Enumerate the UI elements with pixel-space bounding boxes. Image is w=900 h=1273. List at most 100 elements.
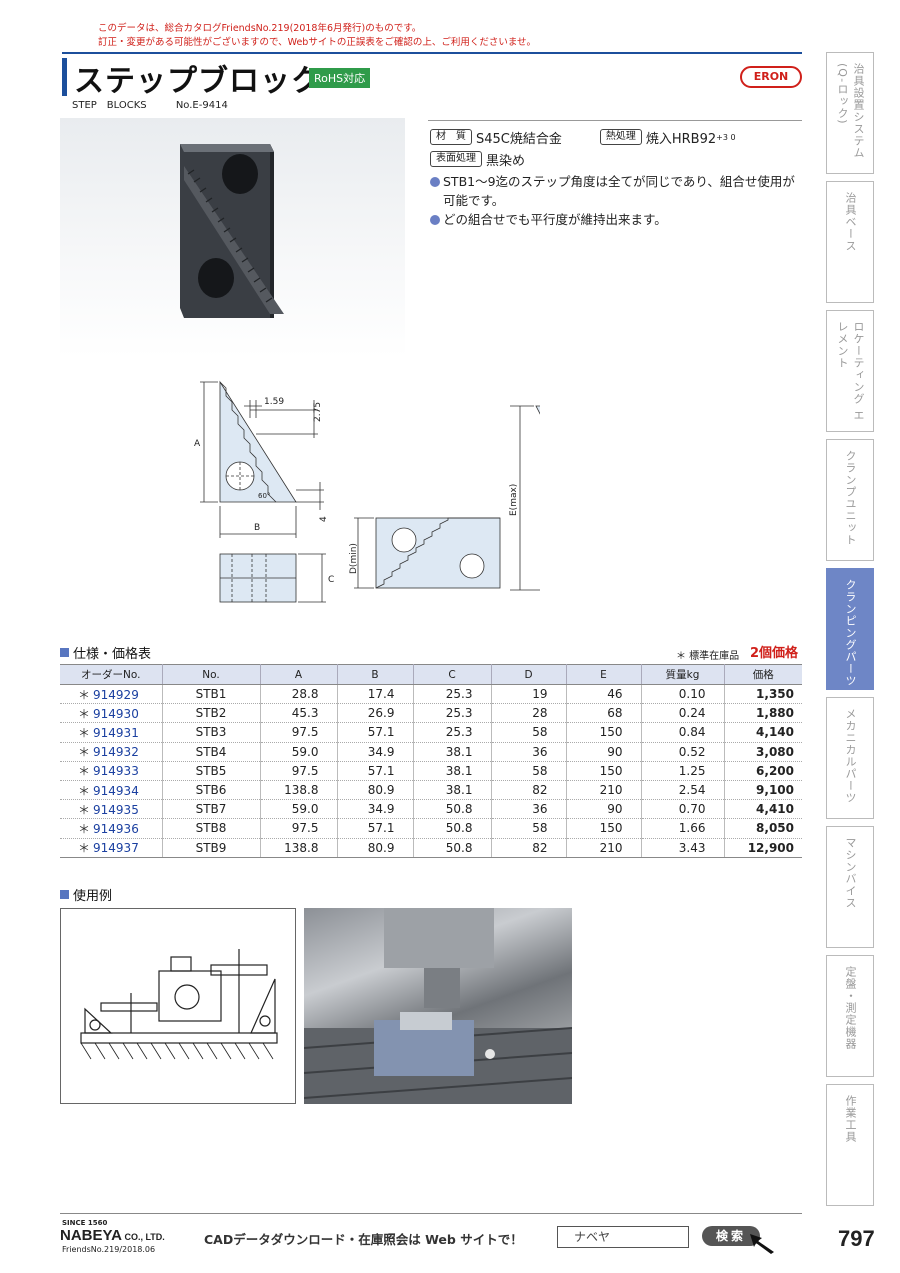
col-header: No. [162, 664, 261, 685]
side-tab[interactable]: クランプユニット [826, 439, 874, 561]
value-cell: 59.0 [260, 799, 338, 820]
value-cell: 82 [491, 780, 567, 801]
subtitle-en: STEP BLOCKS [72, 100, 147, 111]
model-cell: STB5 [162, 761, 261, 781]
table-header-row: オーダーNo. No. A B C D E 質量kg 価格 [60, 664, 802, 685]
page-number: 797 [838, 1226, 875, 1251]
search-input[interactable]: ナベヤ [557, 1226, 689, 1248]
value-cell: 97.5 [260, 761, 338, 781]
spec-row-1: 材 質 S45C焼結合金 熱処理 焼入HRB92 +3 0 [430, 126, 736, 148]
value-cell: 50.8 [413, 799, 492, 820]
col-header: オーダーNo. [60, 664, 163, 685]
price-cell: 4,410 [724, 799, 802, 820]
heat-treatment-label: 熱処理 [599, 129, 642, 145]
value-cell: 150 [566, 722, 642, 743]
value-cell: 59.0 [260, 742, 338, 762]
feature-item: STB1～9迄のステップ角度は全てが同じであり、組合せ使用が可能です。 [430, 172, 802, 210]
side-tab[interactable]: クランピングパーツ [826, 568, 874, 690]
side-tab[interactable]: 定盤・測定機器 [826, 955, 874, 1077]
order-number-cell: ＊914935 [60, 799, 163, 820]
value-cell: 38.1 [413, 742, 492, 762]
stock-mark: ＊ [78, 687, 91, 702]
value-cell: 1.25 [641, 761, 725, 781]
value-cell: 58 [491, 761, 567, 781]
value-cell: 25.3 [413, 722, 492, 743]
surface-label: 表面処理 [430, 151, 482, 167]
pitch-label: 1.59 [264, 397, 284, 407]
side-tab[interactable]: 作業工具 [826, 1084, 874, 1206]
price-cell: 9,100 [724, 780, 802, 801]
col-header: D [491, 664, 567, 685]
usage-title: 使用例 [73, 889, 113, 904]
value-cell: 57.1 [337, 818, 414, 839]
base-label: 4 [319, 516, 329, 522]
value-cell: 25.3 [413, 684, 492, 705]
company-logo: NABEYA CO., LTD. [60, 1227, 165, 1244]
order-number-cell: ＊914929 [60, 684, 163, 705]
value-cell: 46 [566, 684, 642, 705]
price-cell: 12,900 [724, 838, 802, 858]
model-cell: STB2 [162, 703, 261, 724]
value-cell: 68 [566, 703, 642, 724]
model-cell: STB7 [162, 799, 261, 820]
section-marker [60, 648, 69, 657]
col-header: C [413, 664, 492, 685]
value-cell: 58 [491, 818, 567, 839]
price-note: 2個価格 [750, 646, 799, 661]
model-cell: STB9 [162, 838, 261, 858]
heat-treatment-value: 焼入HRB92 [645, 131, 717, 147]
value-cell: 138.8 [260, 838, 338, 858]
page-header: ステップブロック RoHS対応 ERON [62, 56, 802, 99]
step-label: 2.75 [313, 402, 323, 422]
spec-block: 材 質 S45C焼結合金 熱処理 焼入HRB92 +3 0 表面処理 黒染め [430, 126, 736, 170]
value-cell: 210 [566, 780, 642, 801]
order-number-cell: ＊914934 [60, 780, 163, 801]
search-button[interactable]: 検索 [702, 1226, 760, 1246]
value-cell: 0.10 [641, 684, 725, 705]
side-tab[interactable]: ロケーティング エレメント [826, 310, 874, 432]
value-cell: 0.84 [641, 722, 725, 743]
surface-value: 黒染め [486, 153, 526, 169]
value-cell: 97.5 [260, 818, 338, 839]
dim-c-label: C [328, 575, 334, 585]
model-cell: STB8 [162, 818, 261, 839]
side-tab[interactable]: メカニカルパーツ [826, 697, 874, 819]
dim-a-label: A [194, 439, 201, 449]
order-number: 914930 [93, 706, 139, 721]
model-cell: STB6 [162, 780, 261, 801]
order-number-cell: ＊914937 [60, 838, 163, 858]
value-cell: 82 [491, 838, 567, 858]
value-cell: 57.1 [337, 722, 414, 743]
spec-row-2: 表面処理 黒染め [430, 148, 736, 170]
value-cell: 1.66 [641, 818, 725, 839]
dim-d-label: D(min) [349, 543, 359, 574]
cursor-arrow-icon [750, 1234, 774, 1254]
side-tab[interactable]: 治具設置システム (Q-ロック) [826, 52, 874, 174]
feature-item: どの組合せでも平行度が維持出来ます。 [430, 210, 802, 229]
value-cell: 0.52 [641, 742, 725, 762]
dim-e-label: E(max) [509, 484, 519, 516]
stock-mark: ＊ [78, 745, 91, 760]
title-accent-bar [62, 58, 67, 96]
value-cell: 80.9 [337, 780, 414, 801]
order-number: 914937 [93, 841, 139, 856]
value-cell: 210 [566, 838, 642, 858]
order-number: 914935 [93, 802, 139, 817]
usage-diagram [60, 908, 296, 1104]
notice-line-1: このデータは、総合カタログFriendsNo.219(2018年6月発行)のもの… [98, 23, 422, 34]
value-cell: 45.3 [260, 703, 338, 724]
catalog-number: No.E-9414 [175, 100, 228, 111]
value-cell: 97.5 [260, 722, 338, 743]
stock-mark: ＊ [78, 764, 91, 779]
value-cell: 36 [491, 799, 567, 820]
order-number: 914931 [93, 725, 139, 740]
value-cell: 150 [566, 818, 642, 839]
value-cell: 2.54 [641, 780, 725, 801]
feature-list: STB1～9迄のステップ角度は全てが同じであり、組合せ使用が可能です。 どの組合… [430, 172, 802, 229]
usage-photo [303, 908, 573, 1104]
side-tab[interactable]: 治具ベース [826, 181, 874, 303]
side-tab[interactable]: マシンバイス [826, 826, 874, 948]
